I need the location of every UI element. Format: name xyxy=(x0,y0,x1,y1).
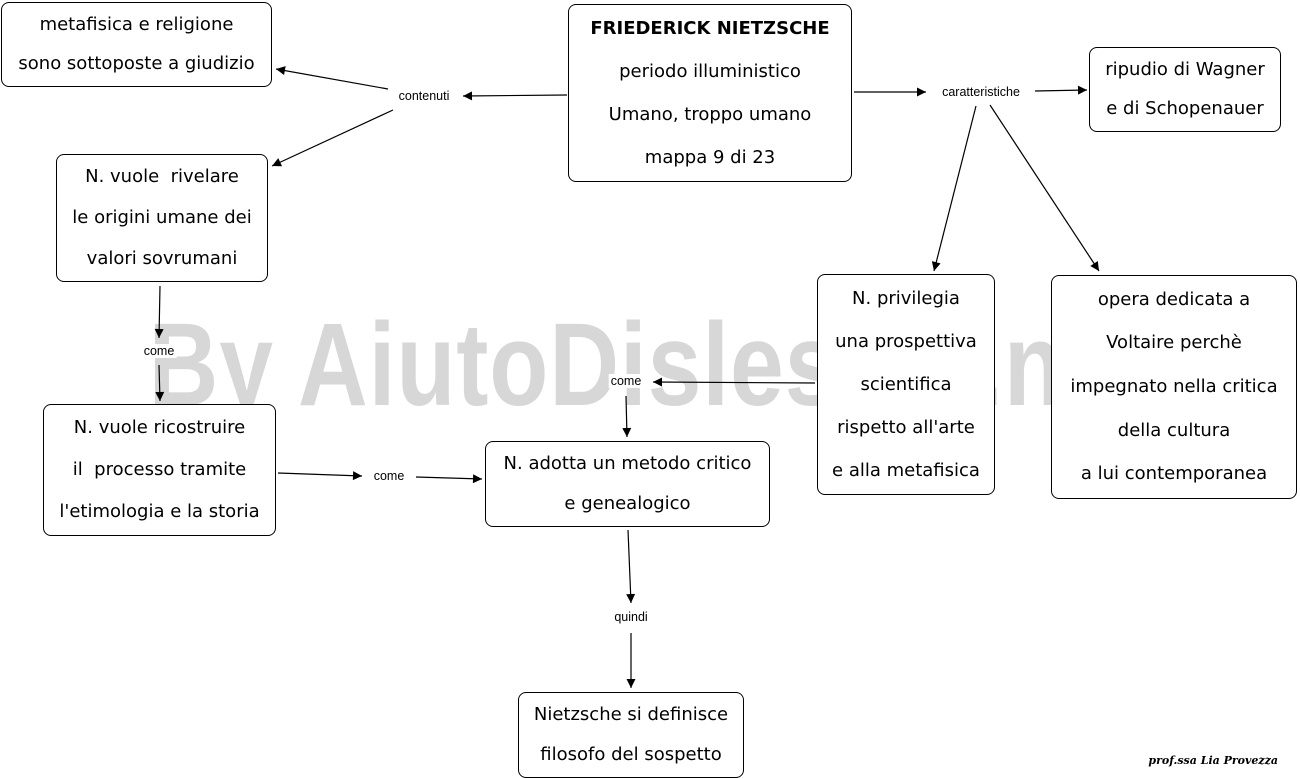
node-text: periodo illuministico xyxy=(619,60,801,82)
link-label-contenuti: contenuti xyxy=(396,89,452,103)
node-text: scientifica xyxy=(860,373,952,395)
node-metafisica-religione[interactable]: metafisica e religione sono sottoposte a… xyxy=(1,2,272,87)
node-text: Voltaire perchè xyxy=(1106,332,1242,354)
node-text: il processo tramite xyxy=(72,459,247,480)
node-text: e di Schopenauer xyxy=(1106,98,1264,120)
link-label-come: come xyxy=(141,344,177,358)
node-text: N. adotta un metodo critico xyxy=(503,453,752,474)
node-text: N. vuole ricostruire xyxy=(73,417,246,438)
node-text: le origini umane dei xyxy=(72,206,252,228)
link-label-come: come xyxy=(371,469,407,483)
edge-come-metodo-2 xyxy=(622,395,632,438)
edge-prospettiva-come xyxy=(652,377,816,387)
edge-caratteristiche-wagner xyxy=(1034,85,1088,95)
node-text: l'etimologia e la storia xyxy=(59,501,260,522)
node-text: a lui contemporanea xyxy=(1080,463,1268,485)
node-ripudio-wagner[interactable]: ripudio di Wagner e di Schopenauer xyxy=(1089,47,1281,132)
link-label-quindi: quindi xyxy=(612,610,650,624)
node-text: sono sottoposte a giudizio xyxy=(18,53,255,75)
node-text: filosofo del sospetto xyxy=(540,744,722,765)
edge-ricostruire-come xyxy=(277,471,363,481)
edge-central-contenuti xyxy=(462,91,568,101)
node-text: una prospettiva xyxy=(835,330,977,352)
node-text: N. privilegia xyxy=(852,287,960,309)
node-metodo-critico[interactable]: N. adotta un metodo critico e genealogic… xyxy=(485,441,770,527)
node-text: valori sovrumani xyxy=(86,247,238,269)
link-label-come: come xyxy=(608,374,644,388)
node-filosofo-sospetto[interactable]: Nietzsche si definisce filosofo del sosp… xyxy=(518,692,744,778)
edge-come-metodo xyxy=(415,474,483,484)
node-prospettiva-scientifica[interactable]: N. privilegia una prospettiva scientific… xyxy=(817,274,995,495)
node-text: rispetto all'arte xyxy=(837,416,975,438)
node-text: e alla metafisica xyxy=(832,459,980,481)
edge-caratteristiche-prospettiva xyxy=(931,105,977,272)
link-label-caratteristiche: caratteristiche xyxy=(940,85,1022,99)
node-text: della cultura xyxy=(1117,419,1231,441)
node-text: N. vuole rivelare xyxy=(85,166,239,188)
node-text: e genealogico xyxy=(564,493,691,514)
node-rivelare-origini[interactable]: N. vuole rivelare le origini umane dei v… xyxy=(56,154,268,282)
author-signature: prof.ssa Lia Provezza xyxy=(1148,754,1278,767)
edge-contenuti-metafisica xyxy=(275,66,389,90)
node-text: opera dedicata a xyxy=(1097,288,1251,310)
edge-rivelare-come xyxy=(154,285,164,339)
node-friederick-nietzsche[interactable]: FRIEDERICK NIETZSCHE periodo illuministi… xyxy=(568,4,852,182)
node-opera-voltaire[interactable]: opera dedicata a Voltaire perchè impegna… xyxy=(1051,275,1297,499)
node-text: mappa 9 di 23 xyxy=(644,146,776,168)
node-text: Umano, troppo umano xyxy=(608,103,812,125)
node-text: ripudio di Wagner xyxy=(1105,58,1265,80)
edge-contenuti-rivelare xyxy=(271,109,394,167)
node-text: metafisica e religione xyxy=(39,13,234,35)
node-text: Nietzsche si definisce xyxy=(533,704,729,725)
node-title: FRIEDERICK NIETZSCHE xyxy=(590,17,830,39)
node-ricostruire-processo[interactable]: N. vuole ricostruire il processo tramite… xyxy=(43,404,276,536)
edge-come-ricostruire xyxy=(155,364,165,402)
edge-caratteristiche-voltaire xyxy=(989,104,1100,272)
node-text: impegnato nella critica xyxy=(1070,375,1278,397)
edge-metodo-quindi xyxy=(626,529,636,604)
